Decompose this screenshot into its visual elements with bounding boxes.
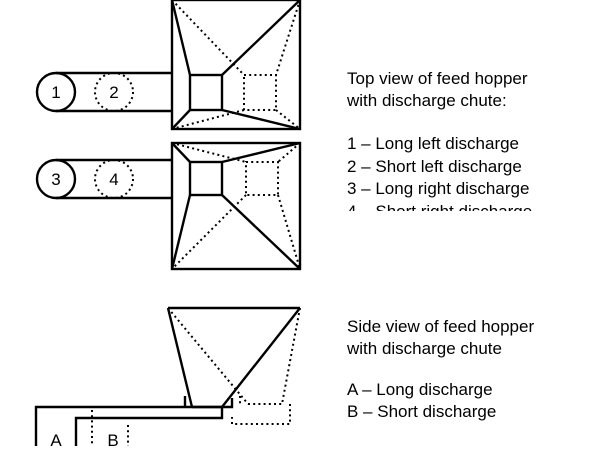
marker-2-label: 2 (109, 83, 118, 102)
side-view-legend: A – Long discharge B – Short discharge (347, 380, 496, 421)
side-view-caption-line1: Side view of feed hopper (347, 317, 534, 336)
marker-circle-4 (94, 159, 134, 199)
marker-circle-2 (94, 72, 134, 112)
marker-circle-3 (35, 158, 77, 200)
top-view-hopper-2: 3 4 (35, 141, 302, 271)
marker-A-label: A (50, 431, 62, 450)
legend-item-B: B – Short discharge (347, 402, 496, 421)
marker-B-label: B (107, 431, 118, 450)
top-view-caption-line1: Top view of feed hopper (347, 69, 528, 88)
outlet-dotted-1 (243, 74, 277, 111)
hopper-outline-2 (170, 141, 302, 271)
marker-circle-1 (35, 71, 77, 113)
legend-item-1: 1 – Long left discharge (347, 134, 519, 153)
outlet-dotted-2 (245, 161, 279, 196)
legend-item-A: A – Long discharge (347, 380, 493, 399)
side-view-hopper: A B (34, 306, 301, 450)
top-view-caption: Top view of feed hopper with discharge c… (346, 69, 528, 110)
side-view-caption: Side view of feed hopper with discharge … (346, 317, 534, 358)
outlet-solid-2 (188, 160, 224, 197)
legend-item-4: 4 – Short right discharge (347, 202, 532, 221)
hopper-outline-1 (170, 0, 302, 131)
marker-1-label: 1 (51, 83, 60, 102)
top-view-caption-line2: with discharge chute: (346, 91, 507, 110)
side-view-caption-line2: with discharge chute (346, 339, 502, 358)
legend-item-2: 2 – Short left discharge (347, 157, 522, 176)
top-view-legend: 1 – Long left discharge 2 – Short left d… (347, 134, 532, 221)
discharge-A-solid (34, 398, 234, 446)
marker-3-label: 3 (51, 170, 60, 189)
top-view-hopper-1: 1 2 (35, 0, 302, 131)
legend-item-3: 3 – Long right discharge (347, 179, 529, 198)
marker-4-label: 4 (109, 170, 118, 189)
outlet-solid-1 (188, 73, 224, 112)
